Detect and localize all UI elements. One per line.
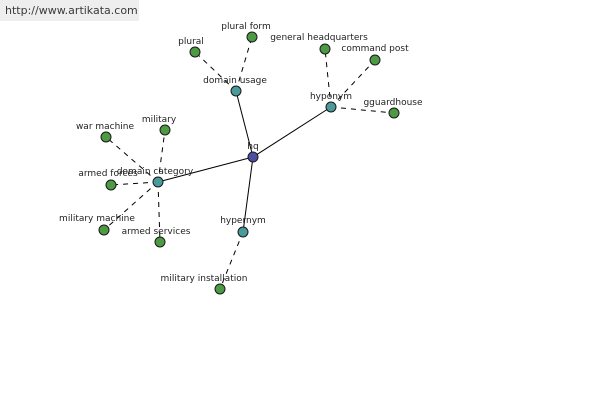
node-hyponym[interactable] [325, 101, 337, 113]
node-label-command-post: command post [341, 44, 409, 54]
node-label-domain-usage: domain usage [203, 76, 267, 86]
node-label-war-machine: war machine [76, 122, 135, 132]
node-hypernym[interactable] [237, 226, 249, 238]
edge-domain-category-to-military [157, 129, 166, 183]
edge-domain-category-to-armed-services [157, 181, 161, 243]
node-gguardhouse[interactable] [388, 107, 400, 119]
node-armed-forces[interactable] [105, 179, 117, 191]
edge-hypernym-to-military-installation [219, 231, 244, 290]
node-label-hypernym: hypernym [220, 216, 266, 226]
labels-layer: hq domain usage hyponym domain category hype… [59, 22, 423, 284]
edge-hyponym-to-gguardhouse [330, 106, 395, 114]
node-label-hq: hq [247, 142, 258, 152]
node-war-machine[interactable] [100, 131, 112, 143]
edge-hq-to-hyponym [252, 106, 332, 158]
node-label-military: military [142, 115, 177, 125]
node-label-plural-form: plural form [221, 22, 270, 32]
edges-layer [103, 36, 395, 290]
edge-domain-category-to-war-machine [105, 136, 159, 183]
node-label-armed-services: armed services [122, 227, 191, 237]
node-label-military-machine: military machine [59, 214, 135, 224]
edge-hyponym-to-command-post [330, 59, 376, 108]
edge-hq-to-hypernym [242, 156, 254, 233]
node-label-armed-forces: armed forces [78, 169, 138, 179]
node-label-gguardhouse: gguardhouse [363, 98, 423, 108]
watermark-url[interactable]: http://www.artikata.com [0, 0, 139, 21]
edge-domain-category-to-armed-forces [110, 181, 159, 186]
node-hq[interactable] [247, 151, 259, 163]
edge-domain-category-to-military-machine [103, 181, 159, 231]
node-general-headquarters[interactable] [319, 43, 331, 55]
node-domain-category[interactable] [152, 176, 164, 188]
node-label-domain-category: domain category [117, 167, 194, 177]
edge-hq-to-domain-usage [235, 90, 254, 158]
node-label-military-installation: military installation [161, 274, 248, 284]
node-plural-form[interactable] [246, 31, 258, 43]
nodes-layer [98, 31, 400, 295]
node-military[interactable] [159, 124, 171, 136]
node-command-post[interactable] [369, 54, 381, 66]
node-label-plural: plural [178, 37, 204, 47]
node-label-hyponym: hyponym [310, 92, 352, 102]
node-domain-usage[interactable] [230, 85, 242, 97]
node-armed-services[interactable] [154, 236, 166, 248]
edge-hq-to-domain-category [157, 156, 254, 183]
node-label-general-headquarters: general headquarters [270, 33, 368, 43]
node-military-machine[interactable] [98, 224, 110, 236]
node-plural[interactable] [189, 46, 201, 58]
node-military-installation[interactable] [214, 283, 226, 295]
